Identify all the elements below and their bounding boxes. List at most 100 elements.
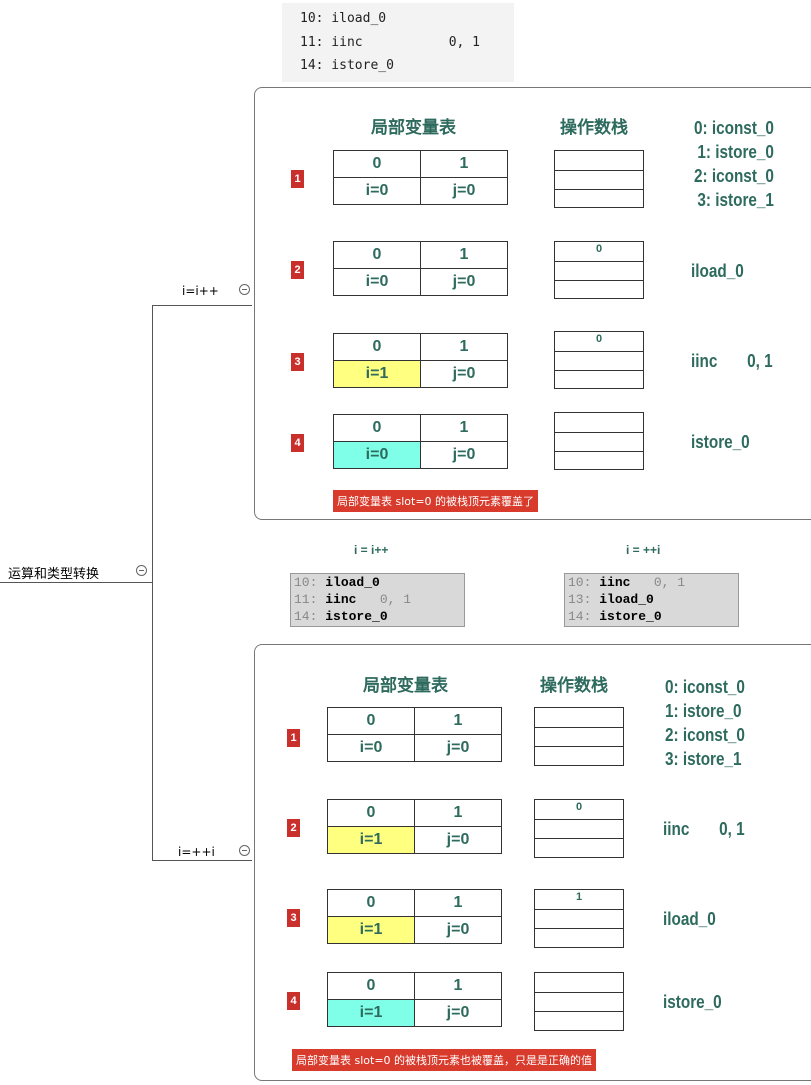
slot-index: 1 [420, 150, 508, 178]
step-badge: 1 [287, 729, 300, 747]
stack-cell [555, 151, 643, 171]
bytecode-snippet: 10: iload_0 11: iinc 0, 1 14: istore_0 [282, 3, 514, 82]
slot-index: 1 [414, 972, 502, 1000]
step-badge: 3 [287, 909, 300, 927]
instruction-label: 0: iconst_0 1: istore_0 2: iconst_0 3: i… [694, 118, 774, 210]
opcode: iinc [325, 592, 357, 607]
slot-index: 0 [333, 241, 421, 269]
branch1-collapse-icon[interactable] [239, 284, 250, 295]
stack-cell: 1 [535, 890, 623, 910]
branch-i-equals-plusplus-i[interactable]: i=++i [178, 845, 215, 859]
operand-stack: 0 [534, 799, 624, 858]
slot-index: 1 [420, 241, 508, 269]
code-line: 10: iload_0 [300, 11, 387, 26]
slot-value: i=0 [333, 177, 421, 205]
root-underline [0, 582, 152, 583]
line-number: 14: [568, 609, 592, 624]
slot-index: 0 [327, 707, 415, 735]
operand-stack: 0 [554, 331, 644, 389]
branch-connector-top [152, 305, 252, 306]
line-number: 10: [294, 575, 318, 590]
code-line: 10: iload_0 [294, 575, 380, 591]
slot-index: 1 [420, 333, 508, 361]
stack-cell [535, 929, 623, 947]
opcode: istore_0 [325, 609, 388, 624]
slot-value: j=0 [420, 441, 508, 469]
bytecode-box-plusplus-i: 10: iinc 0, 1 13: iload_0 14: istore_0 [564, 573, 739, 627]
slot-index: 0 [333, 414, 421, 442]
slot-index: 0 [327, 799, 415, 827]
slot-value: j=0 [420, 360, 508, 388]
operand-stack [534, 707, 624, 766]
slot-value-overwritten: i=0 [333, 441, 421, 469]
stack-cell [555, 371, 643, 388]
stack-cell [535, 820, 623, 839]
step-badge: 2 [287, 819, 300, 837]
code-line: 14: istore_0 [294, 609, 388, 625]
stack-cell [535, 728, 623, 747]
stack-cell: 0 [555, 242, 643, 262]
slot-index: 0 [327, 889, 415, 917]
code-line: 11: iinc 0, 1 [300, 35, 481, 50]
instruction-label: iinc 0, 1 [691, 351, 773, 371]
slot-value: i=0 [327, 734, 415, 762]
slot-value-highlighted: i=1 [327, 916, 415, 944]
branch-connector-bottom [152, 860, 252, 861]
operands: 0, 1 [630, 575, 686, 590]
stack-cell [555, 413, 643, 433]
stack-cell [535, 708, 623, 728]
code-line: 11: iinc 0, 1 [294, 592, 411, 608]
slot-value: i=0 [333, 268, 421, 296]
slot-value: j=0 [414, 826, 502, 854]
line-number: 11: [294, 592, 318, 607]
branch-connector [152, 305, 153, 860]
stack-cell [555, 190, 643, 207]
opcode: istore_0 [599, 609, 662, 624]
operand-stack-header: 操作数栈 [560, 118, 628, 138]
operand-stack [554, 412, 644, 470]
opcode: iinc [599, 575, 631, 590]
opcode: iload_0 [599, 592, 654, 607]
slot-value-highlighted: i=1 [327, 826, 415, 854]
compare-title-left: i = i++ [354, 543, 389, 557]
operand-stack [534, 972, 624, 1031]
code-line: 14: istore_0 [568, 609, 662, 625]
slot-value: j=0 [420, 268, 508, 296]
root-collapse-icon[interactable] [136, 565, 147, 576]
slot-index: 0 [327, 972, 415, 1000]
step-badge: 3 [291, 353, 304, 371]
code-line: 14: istore_0 [300, 58, 394, 73]
explanation-note: 局部变量表 slot=0 的被栈顶元素也被覆盖，只是是正确的值 [292, 1049, 597, 1071]
step-badge: 4 [291, 434, 304, 452]
bytecode-box-i-plusplus: 10: iload_0 11: iinc 0, 1 14: istore_0 [290, 573, 465, 627]
stack-cell: 0 [535, 800, 623, 820]
stack-cell [535, 993, 623, 1012]
stack-cell [555, 171, 643, 190]
stack-cell [555, 262, 643, 281]
slot-index: 1 [414, 889, 502, 917]
instruction-label: iload_0 [691, 261, 744, 281]
root-topic[interactable]: 运算和类型转换 [8, 567, 100, 582]
stack-cell [555, 452, 643, 469]
instruction-label: iload_0 [663, 909, 716, 929]
instruction-label: 0: iconst_0 1: istore_0 2: iconst_0 3: i… [665, 677, 745, 769]
operand-stack [554, 150, 644, 208]
slot-index: 0 [333, 333, 421, 361]
step-badge: 1 [291, 170, 304, 188]
operands: 0, 1 [356, 592, 412, 607]
slot-value: j=0 [420, 177, 508, 205]
slot-index: 1 [414, 799, 502, 827]
branch-i-equals-i-plusplus[interactable]: i=i++ [182, 284, 219, 298]
stack-cell [535, 1012, 623, 1030]
stack-cell [535, 747, 623, 765]
operand-stack-header: 操作数栈 [540, 676, 608, 696]
branch2-collapse-icon[interactable] [239, 845, 250, 856]
step-badge: 2 [291, 261, 304, 279]
